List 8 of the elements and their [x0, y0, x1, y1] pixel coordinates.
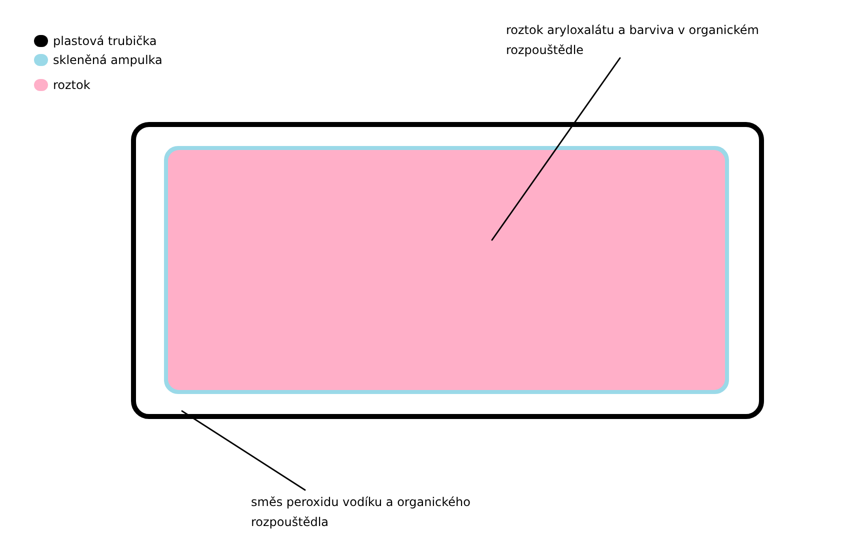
leader-line: [181, 410, 306, 491]
leader-line: [491, 57, 621, 241]
legend-label: skleněná ampulka: [53, 52, 162, 69]
plastic-tube: [131, 122, 764, 419]
callout-label: směs peroxidu vodíku a organického rozpouštědla: [251, 494, 472, 531]
legend-label: plastová trubička: [53, 33, 157, 50]
callout-label: roztok aryloxalátu a barviva v organickém rozpouštědle: [506, 22, 760, 59]
legend-label: roztok: [53, 77, 90, 94]
